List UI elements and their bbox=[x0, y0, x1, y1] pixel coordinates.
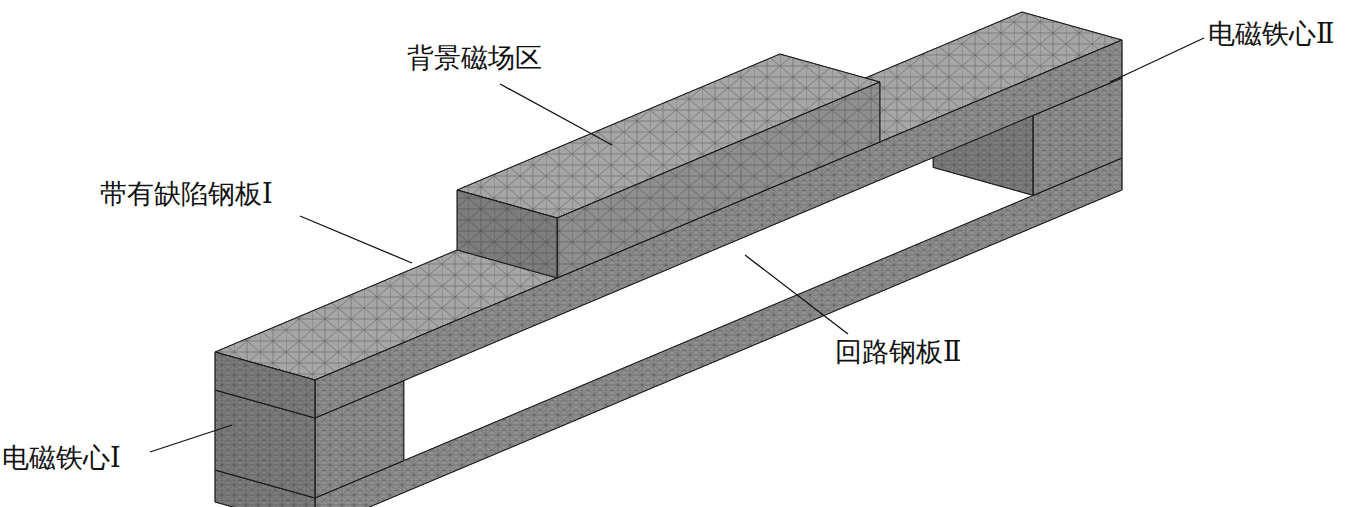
leader-line bbox=[500, 84, 612, 145]
field-region-side-mesh bbox=[557, 82, 880, 278]
defect-plate-side bbox=[315, 40, 1122, 418]
field-region-end bbox=[457, 190, 557, 278]
leader-line bbox=[745, 255, 848, 334]
part-label: 回路钢板Ⅱ bbox=[835, 336, 961, 368]
defect-plate-top bbox=[215, 12, 1122, 380]
field-region-side bbox=[557, 82, 880, 278]
part-label: 电磁铁心Ⅱ bbox=[1208, 18, 1334, 50]
defect-plate-top-mesh bbox=[215, 12, 1122, 380]
defect-plate-side-mesh bbox=[315, 40, 1122, 418]
defect-plate-end bbox=[215, 352, 315, 418]
field-region-end-mesh bbox=[457, 190, 557, 278]
leader-line bbox=[1110, 38, 1204, 82]
leader-line bbox=[150, 425, 232, 452]
leader-line bbox=[300, 216, 412, 263]
region-label: 背景磁场区 bbox=[407, 42, 542, 74]
defect-plate-end-mesh bbox=[215, 352, 315, 418]
leader-lines bbox=[150, 38, 1204, 452]
part-label: 电磁铁心Ⅰ bbox=[2, 442, 121, 474]
part-label: 带有缺陷钢板Ⅰ bbox=[100, 178, 273, 210]
